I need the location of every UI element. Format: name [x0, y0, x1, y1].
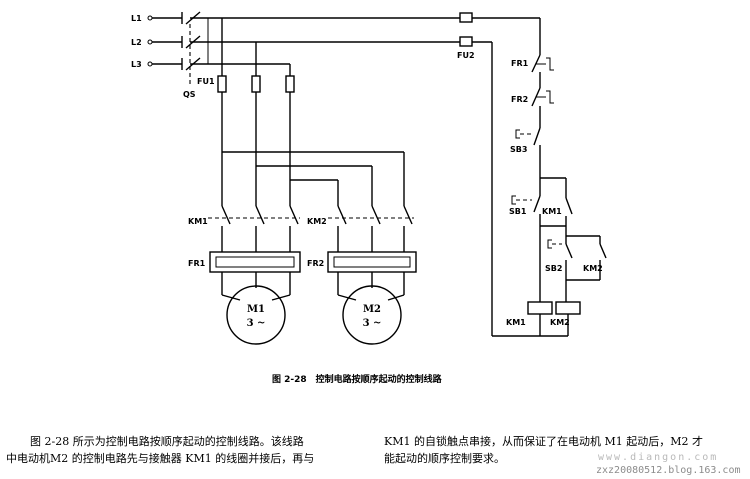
label-FR2-nc: FR2	[511, 95, 528, 104]
figure-caption: 图 2-28 控制电路按顺序起动的控制线路	[272, 375, 442, 385]
paragraph-right-line1: KM1 的自锁触点串接，从而保证了在电动机 M1 起动后，M2 才	[384, 435, 703, 448]
label-KM1-coil: KM1	[506, 318, 526, 327]
motor-m2-name: M2	[363, 304, 381, 315]
watermark-site: www.diangon.com	[598, 452, 719, 463]
label-FR1-nc: FR1	[511, 59, 529, 68]
label-SB1: SB1	[509, 207, 527, 216]
motor-m1: M1 3 ~	[221, 285, 291, 345]
motor-m1-name: M1	[247, 304, 265, 315]
motor-m2: M2 3 ~	[337, 285, 405, 345]
label-SB2: SB2	[545, 264, 562, 273]
power-lines: L1 L2 L3	[131, 12, 183, 70]
circuit-diagram: L1 L2 L3 QS FU1	[131, 11, 607, 345]
thermal-relay-fr1: FR1	[188, 251, 301, 295]
label-FR2: FR2	[307, 259, 324, 268]
label-L1: L1	[131, 14, 142, 23]
km2-main-contacts: KM2	[307, 205, 414, 252]
motor-m2-type: 3 ~	[363, 318, 382, 329]
control-circuit: FU2 FR1 FR2 SB3 SB1 KM1	[457, 12, 607, 337]
label-KM2-main: KM2	[307, 217, 327, 226]
paragraph-right-line2: 能起动的顺序控制要求。	[384, 452, 505, 465]
watermark-blog: zxz20080512.blog.163.com	[596, 465, 741, 476]
label-FR1: FR1	[188, 259, 206, 268]
label-KM1-main: KM1	[188, 217, 208, 226]
label-SB3: SB3	[510, 145, 527, 154]
label-KM1-hold: KM1	[542, 207, 562, 216]
switch-qs: QS	[183, 11, 460, 99]
label-KM2-hold: KM2	[583, 264, 603, 273]
label-L2: L2	[131, 38, 142, 47]
label-QS: QS	[183, 90, 196, 99]
km1-main-contacts: KM1	[188, 205, 300, 252]
fuse-fu1: FU1	[197, 75, 295, 93]
label-L3: L3	[131, 60, 142, 69]
motor-m1-type: 3 ~	[247, 318, 266, 329]
label-FU2: FU2	[457, 51, 475, 60]
label-KM2-coil: KM2	[550, 318, 570, 327]
paragraph-left-line1: 图 2-28 所示为控制电路按顺序起动的控制线路。该线路	[30, 435, 304, 448]
label-FU1: FU1	[197, 77, 215, 86]
paragraph-left-line2: 中电动机M2 的控制电路先与接触器 KM1 的线圈并接后，再与	[6, 452, 315, 465]
